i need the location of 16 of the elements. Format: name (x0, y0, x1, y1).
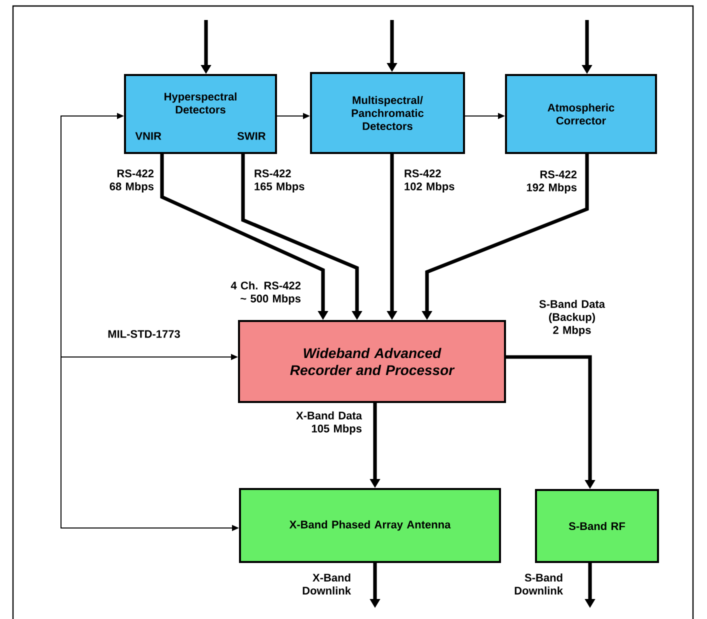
process-box: S-Band RF (535, 489, 659, 563)
edge-label: MIL-STD-1773 (108, 330, 180, 338)
edge-label: S-Band Downlink (514, 573, 564, 595)
edge-label: X-Band Downlink (302, 573, 352, 595)
edge-label: RS-422 68 Mbps (110, 170, 154, 192)
process-box: Wideband Advanced Recorder and Processor (238, 320, 506, 403)
process-box: X-Band Phased Array Antenna (239, 488, 501, 563)
process-box: Atmospheric Corrector (505, 74, 657, 154)
process-box: Multispectral/ Panchromatic Detectors (310, 72, 465, 154)
bus-label: 4 Ch. RS-422 ~ 500 Mbps (230, 281, 301, 305)
edge-label: RS-422 192 Mbps (526, 170, 577, 194)
edge-label: X-Band Data 105 Mbps (296, 411, 362, 435)
edge-label: S-Band Data (Backup) 2 Mbps (539, 300, 606, 336)
edge-label: RS-422 102 Mbps (404, 170, 454, 192)
edge-label: RS-422 165 Mbps (254, 170, 304, 192)
process-box: Hyperspectral Detectors VNIR SWIR (124, 74, 277, 154)
